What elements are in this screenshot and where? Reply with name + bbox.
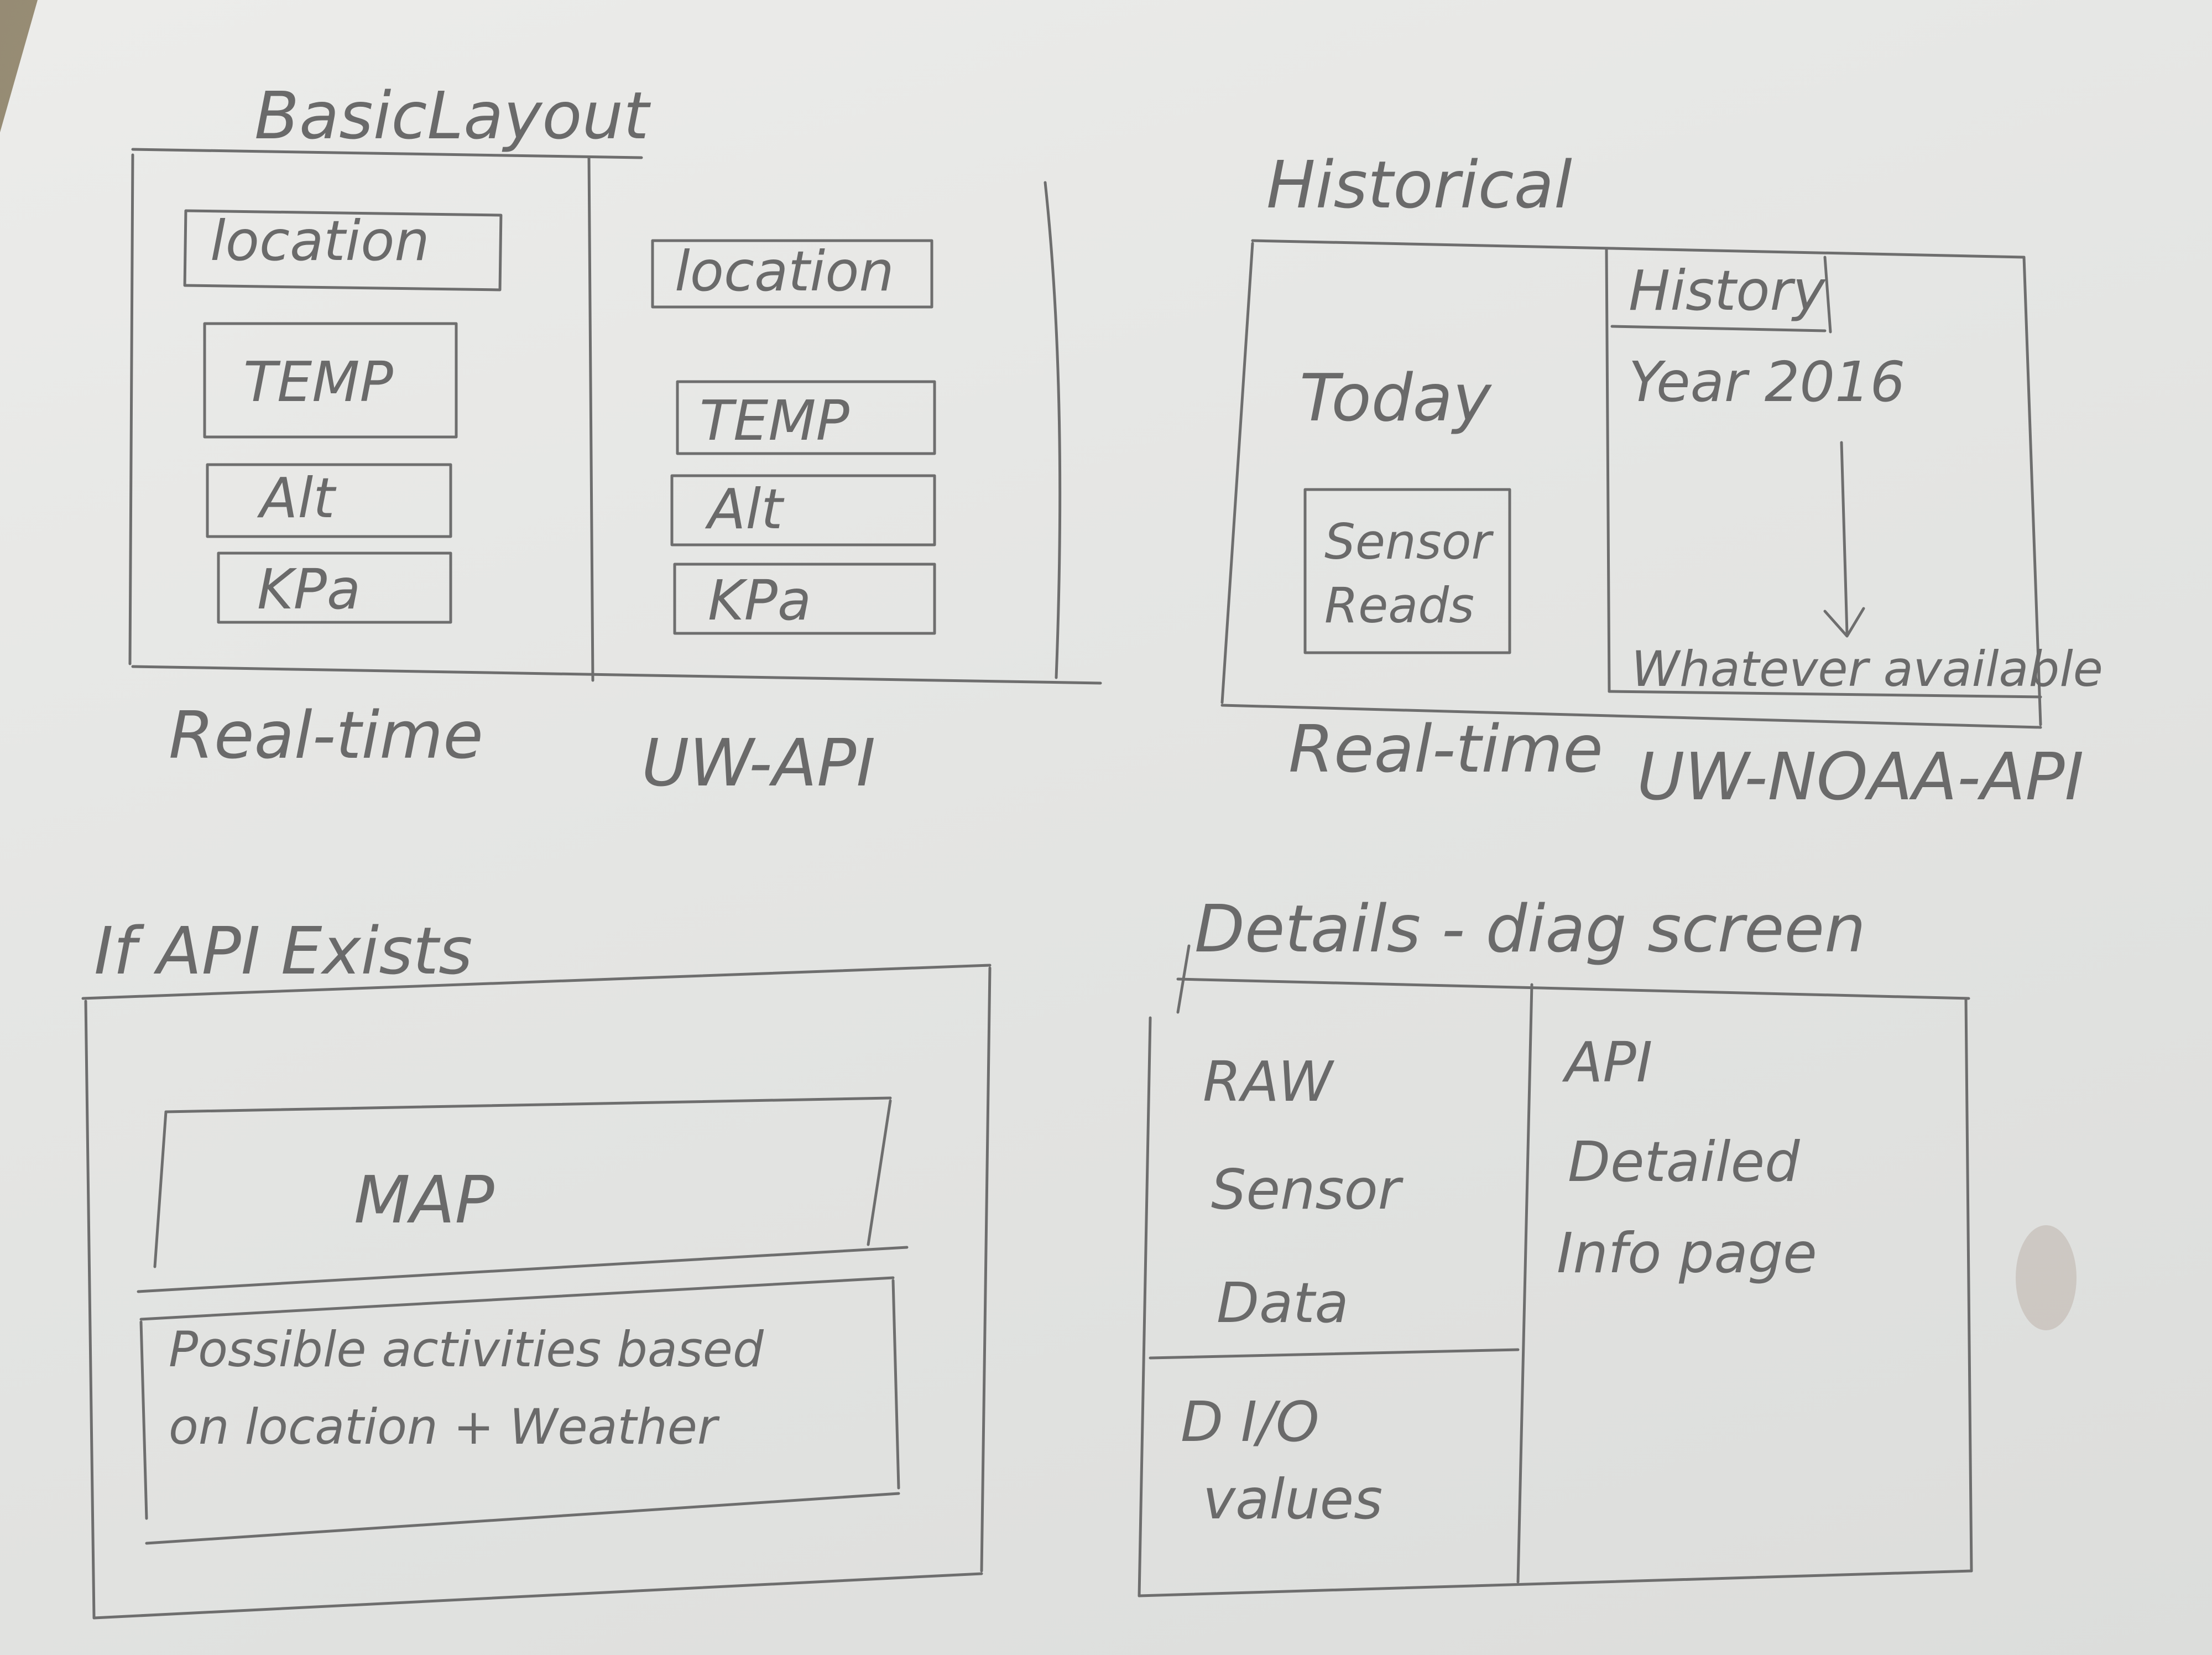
api-line2: Detailed: [1568, 1130, 1800, 1194]
historical-title: Historical: [1266, 147, 1572, 223]
right-caption-uw-api: UW-API: [641, 725, 875, 801]
basic-right-panel: location TEMP Alt KPa UW-API: [641, 239, 936, 801]
historical-section: Historical Today Sensor Reads History Ye…: [1220, 147, 2103, 815]
raw-line1: RAW: [1203, 1049, 1334, 1114]
details-title: Details - diag screen: [1194, 891, 1866, 967]
historical-caption-realtime: Real-time: [1288, 711, 1603, 787]
api-line1: API: [1562, 1030, 1652, 1095]
api-line3: Info page: [1557, 1221, 1817, 1286]
left-temp-label: TEMP: [243, 350, 394, 414]
if-api-exists-title: If API Exists: [94, 913, 472, 989]
io-line2: values: [1203, 1467, 1383, 1532]
history-label: History: [1629, 258, 1827, 323]
left-kpa-label: KPa: [257, 557, 361, 622]
left-caption-realtime: Real-time: [169, 697, 483, 773]
right-temp-label: TEMP: [700, 388, 850, 453]
today-label: Today: [1300, 360, 1493, 436]
left-alt-label: Alt: [257, 466, 337, 530]
sensor-reads-line1: Sensor: [1324, 513, 1494, 570]
io-line1: D I/O: [1181, 1389, 1319, 1454]
left-location-label: location: [210, 209, 430, 273]
if-api-exists-section: If API Exists MAP Possible activities ba…: [81, 913, 992, 1620]
basic-layout-title: BasicLayout: [254, 77, 651, 154]
year-2016-label: Year 2016: [1629, 350, 1905, 414]
coffee-stain: [2016, 1225, 2077, 1330]
right-alt-label: Alt: [705, 477, 785, 542]
activities-line2: on location + Weather: [169, 1398, 720, 1455]
sensor-reads-line2: Reads: [1324, 577, 1474, 634]
basic-left-panel: location TEMP Alt KPa Real-time: [169, 209, 503, 773]
details-section: Details - diag screen RAW Sensor Data D …: [1138, 891, 2077, 1597]
right-location-label: location: [675, 239, 894, 304]
activities-line1: Possible activities based: [169, 1321, 764, 1378]
historical-caption-uw-noaa-api: UW-NOAA-API: [1637, 738, 2084, 815]
right-kpa-label: KPa: [708, 568, 811, 633]
map-label: MAP: [354, 1162, 494, 1238]
basic-layout-section: BasicLayout location TEMP Alt KPa Real-t…: [128, 77, 1102, 801]
raw-line3: Data: [1217, 1271, 1349, 1335]
whatever-available-label: Whatever available: [1631, 641, 2103, 698]
raw-line2: Sensor: [1211, 1157, 1404, 1222]
